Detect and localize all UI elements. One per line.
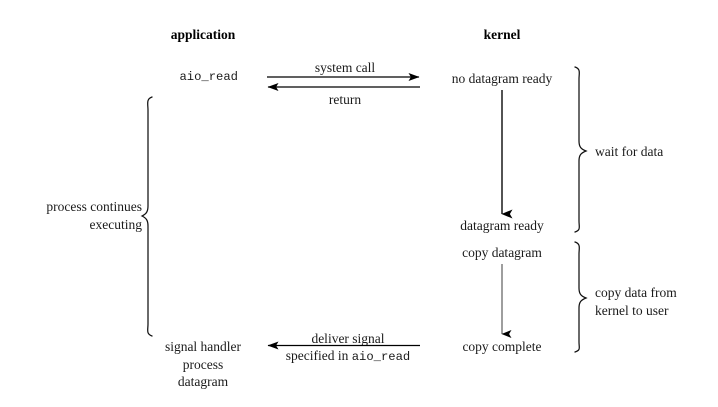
- copy-data-brace: [574, 241, 588, 353]
- return-arrow-label: return: [328, 92, 362, 107]
- process-continues-caption: process continues executing: [0, 198, 142, 233]
- deliver-signal-arrow-label: deliver signal: [311, 331, 385, 346]
- column-header-application: application: [170, 27, 236, 42]
- system-call-arrow-label: system call: [314, 60, 376, 75]
- specified-in-aio-read-label: specified in aio_read: [286, 347, 411, 366]
- copy-data-line-1: copy data from: [595, 285, 677, 300]
- process-continues-line-2: executing: [89, 216, 142, 232]
- kernel-state-copy-datagram: copy datagram: [462, 245, 542, 260]
- specified-in-prefix: specified in: [285, 348, 352, 363]
- specified-in-aio-read-mono: aio_read: [351, 350, 411, 364]
- process-continues-line-1: process continues: [46, 199, 142, 214]
- aio-read-call-label: aio_read: [179, 70, 238, 84]
- signal-handler-block: signal handler process datagram: [123, 338, 283, 391]
- process-continues-brace: [140, 96, 153, 337]
- signal-handler-line-3: datagram: [177, 374, 229, 390]
- kernel-state-no-datagram-ready: no datagram ready: [451, 71, 553, 86]
- copy-data-caption: copy data from kernel to user: [595, 284, 677, 319]
- wait-for-data-brace: [574, 66, 588, 233]
- wait-for-data-caption: wait for data: [595, 144, 664, 159]
- signal-handler-line-2: process: [182, 356, 224, 372]
- copy-data-line-2: kernel to user: [595, 302, 669, 318]
- signal-handler-line-1: signal handler: [164, 339, 242, 354]
- kernel-state-copy-complete: copy complete: [462, 339, 542, 354]
- kernel-state-datagram-ready: datagram ready: [460, 218, 544, 233]
- column-header-kernel: kernel: [483, 27, 521, 42]
